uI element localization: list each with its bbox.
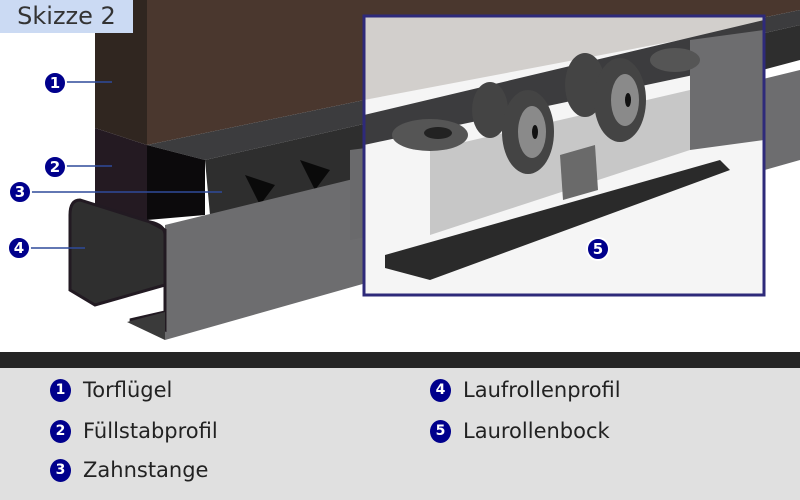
legend-item: 2 Füllstabprofil — [50, 419, 218, 443]
legend-item: 1 Torflügel — [50, 378, 172, 402]
gear-rack — [147, 145, 205, 220]
callout-4: 4 — [7, 236, 31, 260]
callout-5: 5 — [586, 237, 610, 261]
legend-item: 4 Laufrollenprofil — [430, 378, 621, 402]
callout-1: 1 — [43, 71, 67, 95]
door-panel-front — [95, 0, 147, 145]
leader-lines — [28, 81, 222, 249]
number-badge: 4 — [430, 378, 451, 402]
sketch-illustration — [28, 0, 800, 340]
callout-2: 2 — [43, 155, 67, 179]
legend-label: Laufrollenprofil — [463, 378, 621, 402]
number-badge: 1 — [50, 378, 71, 402]
inset-roller-bracket — [362, 14, 766, 297]
divider-bar — [0, 352, 800, 368]
legend-item: 3 Zahnstange — [50, 458, 208, 482]
callout-3: 3 — [8, 180, 32, 204]
legend-label: Füllstabprofil — [83, 419, 218, 443]
legend: 1 Torflügel 2 Füllstabprofil 3 Zahnstange 4… — [0, 368, 800, 500]
number-badge: 5 — [430, 419, 451, 443]
sketch-title: Skizze 2 — [0, 0, 133, 33]
fill-profile — [95, 128, 147, 220]
legend-label: Laurollenbock — [463, 419, 610, 443]
number-badge: 2 — [50, 419, 71, 443]
legend-label: Torflügel — [83, 378, 173, 402]
legend-item: 5 Laurollenbock — [430, 419, 610, 443]
legend-label: Zahnstange — [83, 458, 209, 482]
number-badge: 3 — [50, 458, 71, 482]
